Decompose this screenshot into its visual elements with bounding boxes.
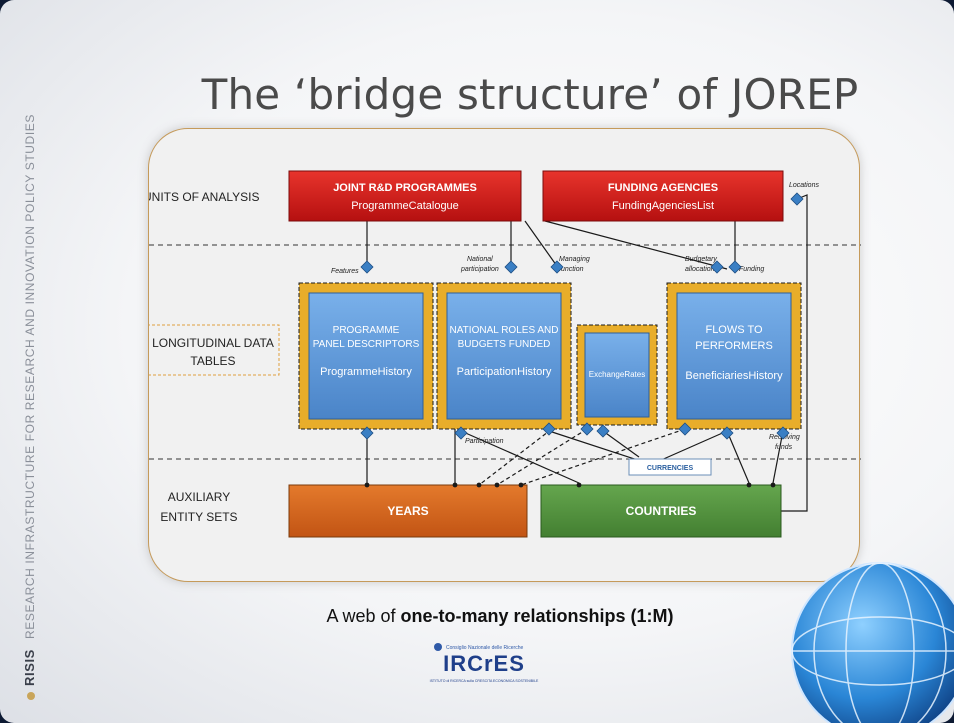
caption-bold: one-to-many relationships (1:M)	[400, 606, 674, 626]
table-box-programme	[308, 292, 424, 420]
table-flows-line2: PERFORMERS	[695, 340, 773, 352]
sidebar-text: RISIS RESEARCH INFRASTRUCTURE FOR RESEARC…	[22, 114, 37, 700]
relation-managing-line2: function	[559, 266, 584, 273]
relation-budgetary-line2: allocation	[685, 266, 715, 273]
sidebar-tagline: RESEARCH INFRASTRUCTURE FOR RESEARCH AND…	[23, 114, 37, 640]
logo-main-text: IRCrES	[443, 651, 525, 676]
diagram-panel: UNITS OF ANALYSIS LONGITUDINAL DATA TABL…	[143, 128, 861, 582]
table-programme-line2: PANEL DESCRIPTORS	[313, 339, 420, 350]
currencies-box	[628, 458, 712, 476]
relation-features: Features	[331, 268, 359, 275]
table-exchange-name: ExchangeRates	[589, 370, 645, 379]
row-label-longitudinal-line1: LONGITUDINAL DATA	[152, 336, 274, 350]
table-programme-name: ProgrammeHistory	[320, 366, 412, 378]
row-label-longitudinal-line2: TABLES	[190, 354, 235, 368]
row-label-longitudinal-frame	[146, 324, 280, 376]
unit-programmes-table: ProgrammeCatalogue	[351, 200, 459, 212]
sidebar-brand: RISIS	[22, 649, 37, 686]
globe-icon	[791, 562, 954, 723]
unit-agencies-table: FundingAgenciesList	[612, 200, 714, 212]
table-flows-name: BeneficiariesHistory	[685, 370, 783, 382]
relationship-diamonds	[360, 192, 804, 440]
ircres-logo: Consiglio Nazionale delle Ricerche IRCrE…	[424, 640, 544, 692]
relation-managing-line1: Managing	[559, 256, 590, 263]
logo-small-text: Consiglio Nazionale delle Ricerche	[446, 645, 523, 651]
junction-dots	[364, 482, 776, 488]
countries-label: COUNTRIES	[626, 504, 697, 518]
table-programme-line1: PROGRAMME	[333, 325, 400, 336]
table-participation-name: ParticipationHistory	[457, 366, 552, 378]
unit-box-agencies	[542, 170, 784, 222]
countries-box	[540, 484, 782, 538]
relation-national-participation-line1: National	[467, 256, 493, 263]
row-label-units: UNITS OF ANALYSIS	[149, 190, 259, 204]
row-label-auxiliary-line1: AUXILIARY	[168, 490, 230, 504]
table-box-exchange	[584, 332, 650, 418]
risis-logo-icon	[26, 692, 35, 700]
cnr-logo-icon	[434, 643, 442, 651]
relation-funding: Funding	[739, 266, 764, 273]
relation-budgetary-line1: Budgetary	[685, 256, 717, 263]
row-label-auxiliary-line2: ENTITY SETS	[160, 510, 237, 524]
table-box-participation	[446, 292, 562, 420]
sidebar: RISIS RESEARCH INFRASTRUCTURE FOR RESEARC…	[0, 60, 42, 700]
relation-locations: Locations	[789, 182, 819, 189]
slide-title: The ‘bridge structure’ of JOREP	[201, 70, 859, 119]
relation-national-participation-line2: participation	[460, 266, 499, 273]
currencies-label: CURRENCIES	[647, 465, 694, 472]
table-participation-line1: NATIONAL ROLES AND	[450, 325, 559, 336]
relation-participation: Participation	[465, 438, 504, 445]
table-box-flows	[676, 292, 792, 420]
connector-lines	[366, 194, 808, 512]
years-label: YEARS	[387, 504, 428, 518]
years-box	[288, 484, 528, 538]
caption-prefix: A web of	[326, 606, 401, 626]
unit-programmes-title: JOINT R&D PROGRAMMES	[333, 182, 477, 194]
diagram-svg: UNITS OF ANALYSIS LONGITUDINAL DATA TABL…	[143, 170, 861, 538]
unit-box-programmes	[288, 170, 522, 222]
relation-receiving-line2: funds	[775, 444, 793, 451]
table-flows-line1: FLOWS TO	[705, 324, 762, 336]
logo-sub-text: ISTITUTO di RICERCA sulla CRESCITA ECONO…	[430, 679, 539, 683]
unit-agencies-title: FUNDING AGENCIES	[608, 182, 718, 194]
table-participation-line2: BUDGETS FUNDED	[458, 339, 551, 350]
caption: A web of one-to-many relationships (1:M)	[150, 606, 850, 627]
